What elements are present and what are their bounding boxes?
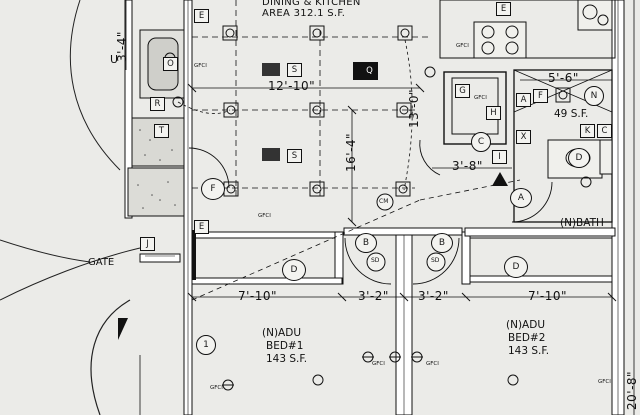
tag-o: O <box>163 57 178 71</box>
tag-a: A <box>516 93 531 107</box>
gfci-label-4: GFCI <box>258 213 271 219</box>
tag-d-bed2: D <box>504 256 528 278</box>
tag-c-small: C <box>597 124 612 138</box>
tag-g: G <box>455 84 470 98</box>
flag-triangle <box>118 318 128 340</box>
gfci-label-8: GFCI <box>598 379 611 385</box>
gfci-label-7: GFCI <box>426 361 439 367</box>
dim-12-10: 12'-10" <box>268 79 316 93</box>
tag-j: J <box>140 237 155 251</box>
dim-20-8: 20'-8" <box>625 370 639 410</box>
dim-13-0: 13'-0" <box>407 88 421 128</box>
bath-name: (N)BATH <box>560 217 604 229</box>
tag-s-1: S <box>287 63 302 77</box>
gfci-label-5: GFCI <box>210 385 223 391</box>
bed1-name: (N)ADU <box>262 327 302 339</box>
dim-7-10-left: 7'-10" <box>238 289 278 303</box>
door-swing-bed1 <box>344 237 392 285</box>
sd-label-2: SD <box>431 257 440 264</box>
tag-d-bath: D <box>568 148 590 168</box>
gfci-label-3: GFCI <box>474 95 487 101</box>
tag-r: R <box>150 97 165 111</box>
tag-t: T <box>154 124 169 138</box>
north-arrow-triangle <box>492 172 508 186</box>
bed2-area: 143 S.F. <box>508 345 550 357</box>
dim-7-10-right: 7'-10" <box>528 289 568 303</box>
tag-s-2: S <box>287 149 302 163</box>
dim-5-6: 5'-6" <box>548 71 579 85</box>
tag-e-lower: E <box>194 220 209 234</box>
property-arc <box>69 0 121 171</box>
dining-title: DINING & KITCHEN <box>262 0 361 8</box>
u-label: U <box>110 53 119 66</box>
gfci-label-1: GFCI <box>194 63 207 69</box>
gfci-label-2: GFCI <box>456 43 469 49</box>
dining-area: AREA 312.1 S.F. <box>262 8 346 19</box>
tag-x: X <box>516 130 531 144</box>
dim-3-8: 3'-8" <box>452 159 483 173</box>
dim-16-4: 16'-4" <box>344 132 358 172</box>
cm-label: CM <box>379 198 389 205</box>
bed1-sub: BED#1 <box>266 340 304 352</box>
tag-1: 1 <box>196 335 216 355</box>
dim-3-2-left: 3'-2" <box>358 289 389 303</box>
door-swing-bath <box>511 181 553 223</box>
door-swing-f <box>188 147 230 189</box>
tag-i: I <box>492 150 507 164</box>
tag-a-circle: A <box>510 188 532 208</box>
dim-3-2-right: 3'-2" <box>418 289 449 303</box>
door-swing-bed2 <box>412 237 460 285</box>
tag-q: Q <box>362 64 377 78</box>
gate-label: GATE <box>88 257 115 268</box>
bed2-name: (N)ADU <box>506 319 546 331</box>
tag-e-kitchen: E <box>496 2 511 16</box>
tag-c-circle: C <box>471 132 491 152</box>
tag-f-circle: F <box>201 178 225 200</box>
bed2-sub: BED#2 <box>508 332 546 344</box>
tag-f-small: F <box>533 89 548 103</box>
bath-area: 49 S.F. <box>554 108 589 120</box>
tag-d-bed1: D <box>282 259 306 281</box>
tag-e-top: E <box>194 9 209 23</box>
tag-b-1: B <box>355 233 377 253</box>
tag-n: N <box>584 86 604 106</box>
bed1-area: 143 S.F. <box>266 353 308 365</box>
sd-label-1: SD <box>371 257 380 264</box>
tag-k: K <box>580 124 595 138</box>
planter-lower <box>127 167 185 217</box>
tag-b-2: B <box>431 233 453 253</box>
gfci-label-6: GFCI <box>372 361 385 367</box>
tag-h: H <box>486 106 501 120</box>
